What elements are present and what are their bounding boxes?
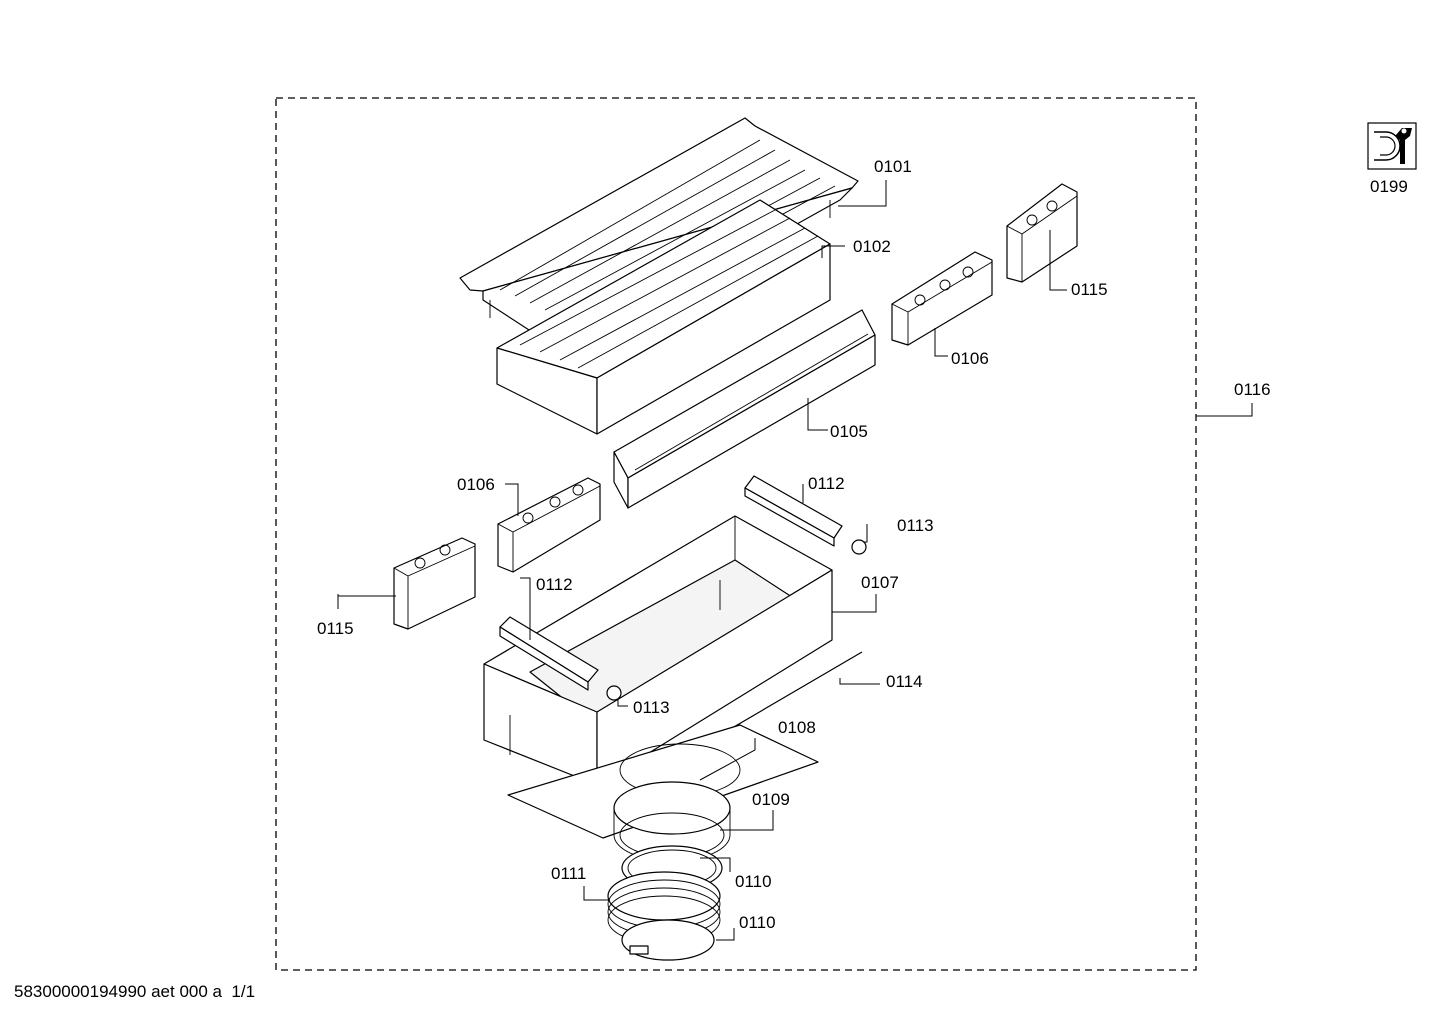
label-0112-upper: 0112 <box>808 474 845 493</box>
label-0102: 0102 <box>853 237 891 256</box>
label-0108: 0108 <box>778 718 816 737</box>
label-0101: 0101 <box>874 157 912 176</box>
part-side-panel-left[interactable] <box>497 477 601 573</box>
part-bracket-lower[interactable] <box>499 616 599 691</box>
part-end-cap-left[interactable] <box>393 537 476 630</box>
label-0114: 0114 <box>886 672 923 691</box>
part-side-panel-right[interactable] <box>891 251 993 346</box>
label-0107: 0107 <box>861 573 899 592</box>
label-0105: 0105 <box>830 422 868 441</box>
part-clamp-lower[interactable] <box>621 919 715 961</box>
label-0112-lower: 0112 <box>536 575 573 594</box>
label-0115-upper: 0115 <box>1071 280 1108 299</box>
label-0113-lower: 0113 <box>633 698 670 717</box>
leader-lines <box>337 180 1253 941</box>
part-cap-upper[interactable] <box>851 539 867 555</box>
part-channel[interactable] <box>613 309 876 509</box>
document-id: 58300000194990 aet 000 a 1/1 <box>14 982 256 1001</box>
part-gasket-plate[interactable] <box>507 724 819 839</box>
label-0110-lower: 0110 <box>739 913 776 932</box>
label-0106-lower: 0106 <box>457 475 495 494</box>
part-spigot[interactable] <box>613 781 731 862</box>
label-0113-upper: 0113 <box>897 516 934 535</box>
label-0199: 0199 <box>1370 177 1408 196</box>
label-0110-upper: 0110 <box>735 872 772 891</box>
label-0111: 0111 <box>551 864 586 883</box>
part-bracket-upper[interactable] <box>744 475 843 547</box>
part-cap-lower[interactable] <box>606 685 622 701</box>
label-0109: 0109 <box>752 790 790 809</box>
label-0106-upper: 0106 <box>951 349 989 368</box>
assembly-boundary <box>275 97 1197 971</box>
part-filter[interactable] <box>496 199 831 435</box>
wrench-icon[interactable] <box>1367 122 1417 170</box>
label-0115-lower: 0115 <box>317 619 354 638</box>
label-0116: 0116 <box>1234 380 1271 399</box>
part-labels: 0101 0102 0115 0106 0116 0105 0106 0112 … <box>317 157 1271 932</box>
part-duct-hose[interactable] <box>607 871 721 945</box>
part-end-cap-right[interactable] <box>1006 183 1078 283</box>
